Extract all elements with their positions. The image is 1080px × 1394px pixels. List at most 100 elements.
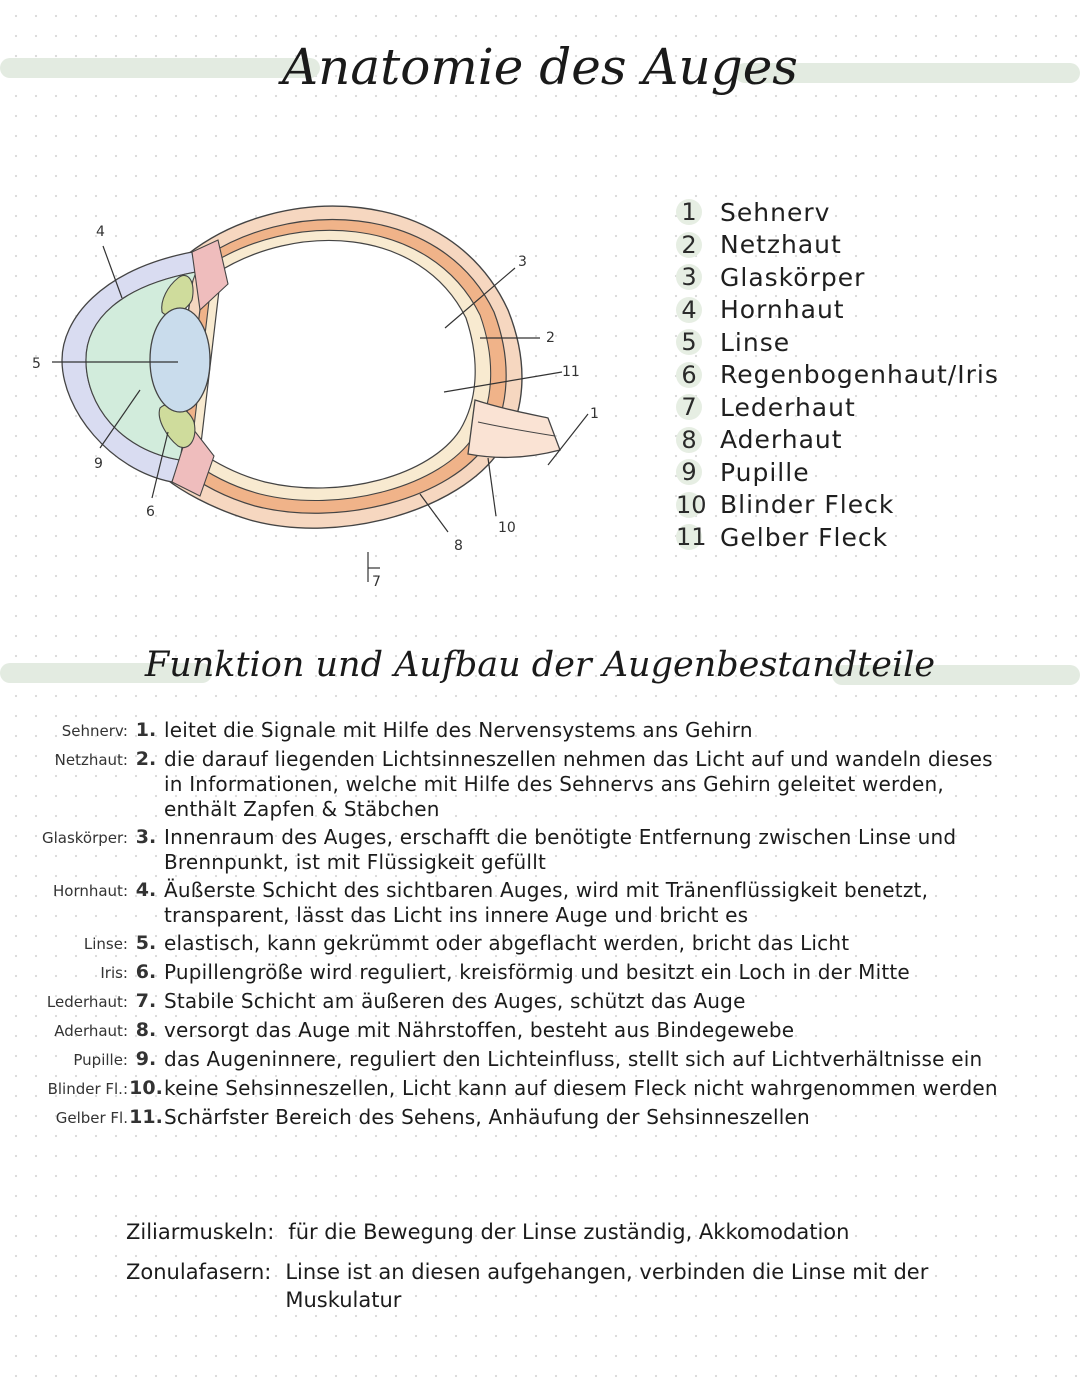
function-text: versorgt das Auge mit Nährstoffen, beste…: [164, 1018, 795, 1042]
legend-label: Aderhaut: [720, 425, 843, 455]
callout-4: 4: [96, 224, 105, 240]
extra-term: Ziliarmuskeln:: [126, 1220, 275, 1244]
section-band-right: [832, 665, 1080, 685]
function-term: Linse:: [83, 935, 128, 953]
function-row: Blinder Fl.:10.keine Sehsinneszellen, Li…: [20, 1076, 1070, 1102]
function-number: 11.: [129, 1106, 163, 1128]
function-row: Hornhaut: 4. Äußerste Schicht des sichtbar…: [20, 878, 1070, 928]
function-row: Netzhaut: 2. die darauf liegenden Lichtsin…: [20, 747, 1070, 822]
function-term: Pupille:: [73, 1051, 128, 1069]
section-title: Funktion und Aufbau der Augenbestandteil…: [144, 645, 936, 685]
function-term: Netzhaut:: [54, 751, 128, 769]
function-number: 8.: [135, 1019, 157, 1041]
function-text: Äußerste Schicht des sichtbaren Auges, w…: [164, 878, 929, 927]
lens-shape: [149, 307, 211, 413]
callout-2: 2: [546, 330, 555, 346]
legend-item: 9 Pupille: [676, 456, 1056, 489]
optic-nerve-inner: [477, 421, 556, 437]
function-text: die darauf liegenden Lichtsinneszellen n…: [164, 747, 993, 821]
function-text: Innenraum des Auges, erschafft die benöt…: [164, 825, 957, 874]
function-term: Lederhaut:: [46, 993, 128, 1011]
callout-6: 6: [146, 504, 155, 520]
title-band-right: [735, 63, 1080, 83]
legend-number: 1: [676, 199, 702, 226]
callout-line-10: [487, 457, 497, 517]
legend-label: Blinder Fleck: [720, 490, 895, 520]
function-number: 3.: [135, 826, 157, 848]
vitreous-shape: [199, 240, 476, 489]
function-term: Blinder Fl.:: [47, 1080, 128, 1098]
callout-7: 7: [372, 574, 381, 590]
callout-11: 11: [562, 364, 580, 380]
legend-label: Linse: [720, 327, 791, 357]
function-number: 7.: [135, 990, 157, 1012]
callout-9: 9: [94, 456, 103, 472]
page-title: Anatomie des Auges: [282, 38, 798, 96]
legend-item: 2 Netzhaut: [676, 229, 1056, 262]
extra-text: für die Bewegung der Linse zuständig, Ak…: [288, 1220, 850, 1244]
function-number: 2.: [135, 748, 157, 770]
legend-item: 4 Hornhaut: [676, 294, 1056, 327]
legend-number: 11: [676, 523, 707, 552]
callout-3: 3: [518, 254, 527, 270]
function-row: Linse:5.elastisch, kann gekrümmt oder ab…: [20, 931, 1070, 957]
title-band-left: [0, 58, 320, 78]
function-term: Sehnerv:: [61, 722, 128, 740]
callout-8: 8: [454, 538, 463, 554]
callout-line-3: [444, 267, 516, 329]
function-row: Aderhaut: 8. versorgt das Auge mit Nährsto…: [20, 1018, 1070, 1044]
extra-row: Ziliarmuskeln: für die Bewegung der Linse…: [126, 1218, 1046, 1246]
function-number: 9.: [135, 1048, 157, 1070]
function-term: Gelber Fl.: [55, 1109, 128, 1127]
function-row: Pupille: 9. das Augeninnere, reguliert den…: [20, 1047, 1070, 1073]
callout-line-9: [99, 389, 141, 449]
callout-line-4: [102, 245, 123, 299]
function-term: Glaskörper:: [41, 829, 128, 847]
function-number: 10.: [129, 1077, 163, 1099]
section-band-left: [0, 663, 212, 683]
iris-upper-shape: [191, 239, 229, 312]
legend-label: Pupille: [720, 457, 810, 487]
function-term: Aderhaut:: [54, 1022, 128, 1040]
function-number: 5.: [135, 932, 157, 954]
legend-number: 9: [676, 459, 702, 486]
callout-line-8: [419, 493, 449, 533]
function-text: Schärfster Bereich des Sehens, Anhäufung…: [164, 1105, 810, 1129]
legend-number: 3: [676, 264, 702, 291]
legend-label: Gelber Fleck: [720, 522, 889, 552]
function-number: 6.: [135, 961, 157, 983]
function-term: Hornhaut:: [52, 882, 128, 900]
function-number: 4.: [135, 879, 157, 901]
callout-line-6: [151, 431, 169, 499]
function-text: das Augeninnere, reguliert den Lichteinf…: [164, 1047, 983, 1071]
eye-diagram: 4 5 9 6 3 2 11 1 10 8 7: [32, 205, 599, 590]
legend-label: Netzhaut: [720, 230, 842, 260]
legend-label: Lederhaut: [720, 392, 856, 422]
legend-item: 7 Lederhaut: [676, 391, 1056, 424]
function-text: keine Sehsinneszellen, Licht kann auf di…: [164, 1076, 998, 1100]
legend-item: 11 Gelber Fleck: [676, 521, 1056, 554]
legend-label: Hornhaut: [720, 295, 845, 325]
callout-5: 5: [32, 356, 41, 372]
legend-label: Regenbogenhaut/Iris: [720, 360, 999, 390]
function-text: leitet die Signale mit Hilfe des Nervens…: [164, 718, 753, 742]
callout-1: 1: [590, 406, 599, 422]
function-row: Lederhaut:7.Stabile Schicht am äußeren d…: [20, 989, 1070, 1015]
legend-number: 2: [676, 231, 702, 258]
function-number: 1.: [135, 719, 157, 741]
callout-10: 10: [498, 520, 516, 536]
function-term: Iris:: [100, 964, 128, 982]
legend-number: 7: [676, 394, 702, 421]
callout-line-1: [547, 413, 589, 466]
legend-number: 4: [676, 296, 702, 323]
function-text: Pupillengröße wird reguliert, kreisförmi…: [164, 960, 910, 984]
extra-term: Zonulafasern:: [126, 1260, 272, 1284]
extra-text: Linse ist an diesen aufgehangen, verbind…: [285, 1260, 929, 1312]
